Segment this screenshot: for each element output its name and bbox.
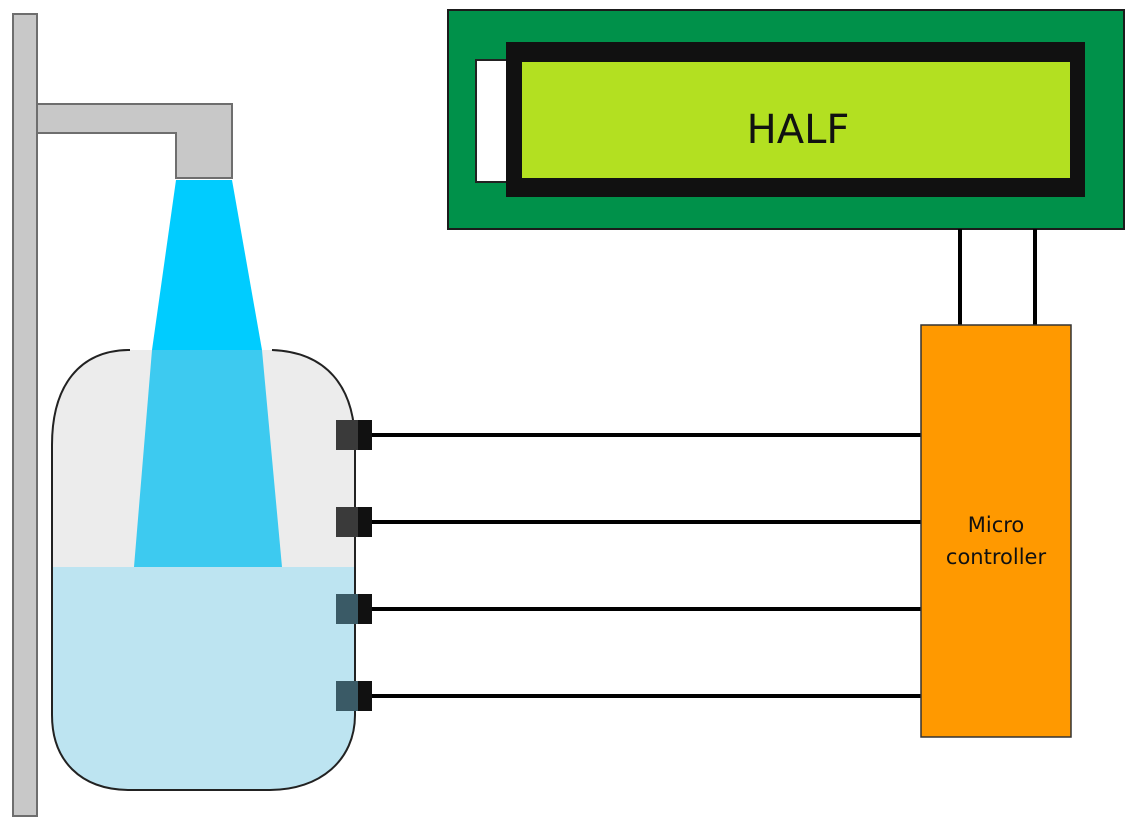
microcontroller-label-line1: Micro <box>968 513 1025 537</box>
support-pole <box>12 13 38 817</box>
lcd-display: HALF <box>447 9 1125 230</box>
microcontroller-box <box>920 324 1072 738</box>
microcontroller: Micro controller <box>920 324 1072 738</box>
microcontroller-label-line2: controller <box>946 545 1047 569</box>
tank-outline <box>51 349 356 791</box>
faucet-pipe <box>36 103 233 179</box>
tank-water <box>52 567 355 790</box>
lcd-screen <box>522 62 1070 178</box>
water-stream-inside-tank <box>134 350 282 567</box>
water-stream <box>152 180 262 350</box>
lcd-display-text: HALF <box>747 107 850 153</box>
lcd-connector <box>475 59 511 183</box>
water-tank <box>51 349 356 791</box>
